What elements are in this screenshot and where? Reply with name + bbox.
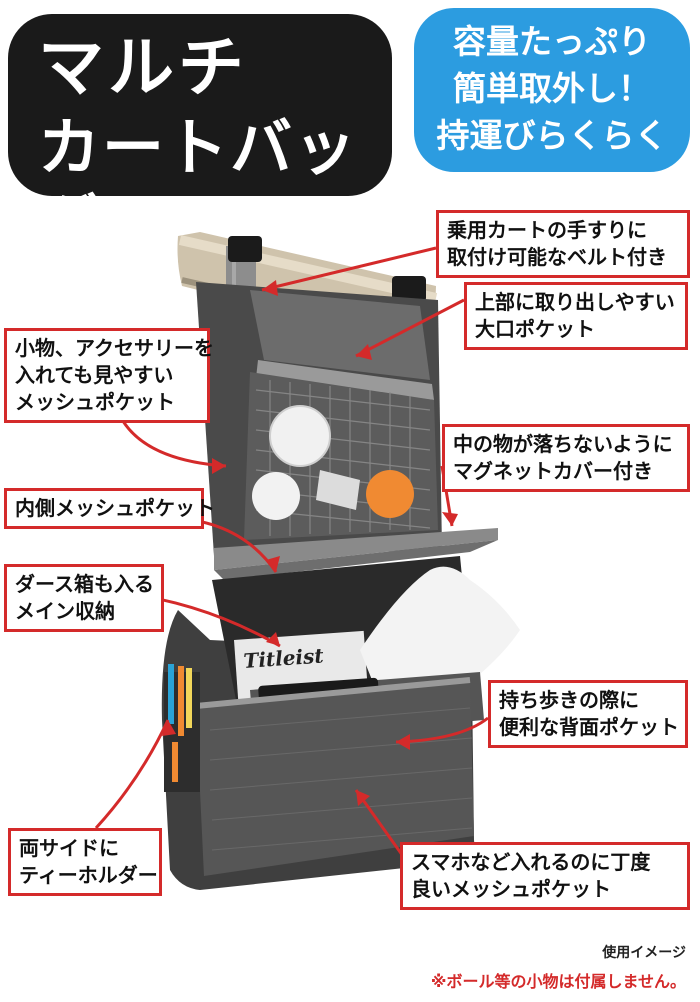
- callout-main-storage: ダース箱も入る メイン収納: [4, 564, 164, 632]
- feature-3: 持運びらくらく: [436, 116, 668, 155]
- title-line-1: マルチ: [38, 29, 248, 106]
- feature-1: 容量たっぷり: [453, 22, 651, 61]
- callout-back-pocket: 持ち歩きの際に 便利な背面ポケット: [488, 680, 688, 748]
- title-line-2: カートバッグ: [38, 111, 359, 260]
- callout-accessory-mesh: 小物、アクセサリーを 入れても見やすい メッシュポケット: [4, 328, 214, 423]
- magnetic-cover: [214, 528, 498, 580]
- product-photo: Titleist: [94, 232, 520, 890]
- callout-upper-pocket: 上部に取り出しやすい 大口ポケット: [464, 282, 688, 350]
- accessory-warning: ※ボール等の小物は付属しません。: [430, 972, 686, 991]
- feature-badge: 容量たっぷり 簡単取外し！ 持運びらくらく: [414, 8, 690, 172]
- feature-2: 簡単取外し！: [453, 69, 651, 108]
- callout-phone-mesh: スマホなど入れるのに丁度 良いメッシュポケット: [400, 842, 690, 910]
- ball-box-logo: Titleist: [243, 643, 325, 673]
- callout-inner-mesh: 内側メッシュポケット: [4, 488, 215, 529]
- callout-belt: 乗用カートの手すりに 取付け可能なベルト付き: [436, 210, 690, 278]
- usage-image-note: 使用イメージ: [602, 945, 686, 961]
- callout-arrowheads: [162, 280, 458, 806]
- title-badge: マルチ カートバッグ: [8, 14, 392, 260]
- upper-pocket: [196, 282, 442, 556]
- callout-tee-holder: 両サイドに ティーホルダー: [8, 828, 162, 896]
- callout-magnet-cover: 中の物が落ちないように マグネットカバー付き: [442, 424, 690, 492]
- main-compartment: Titleist: [161, 556, 520, 890]
